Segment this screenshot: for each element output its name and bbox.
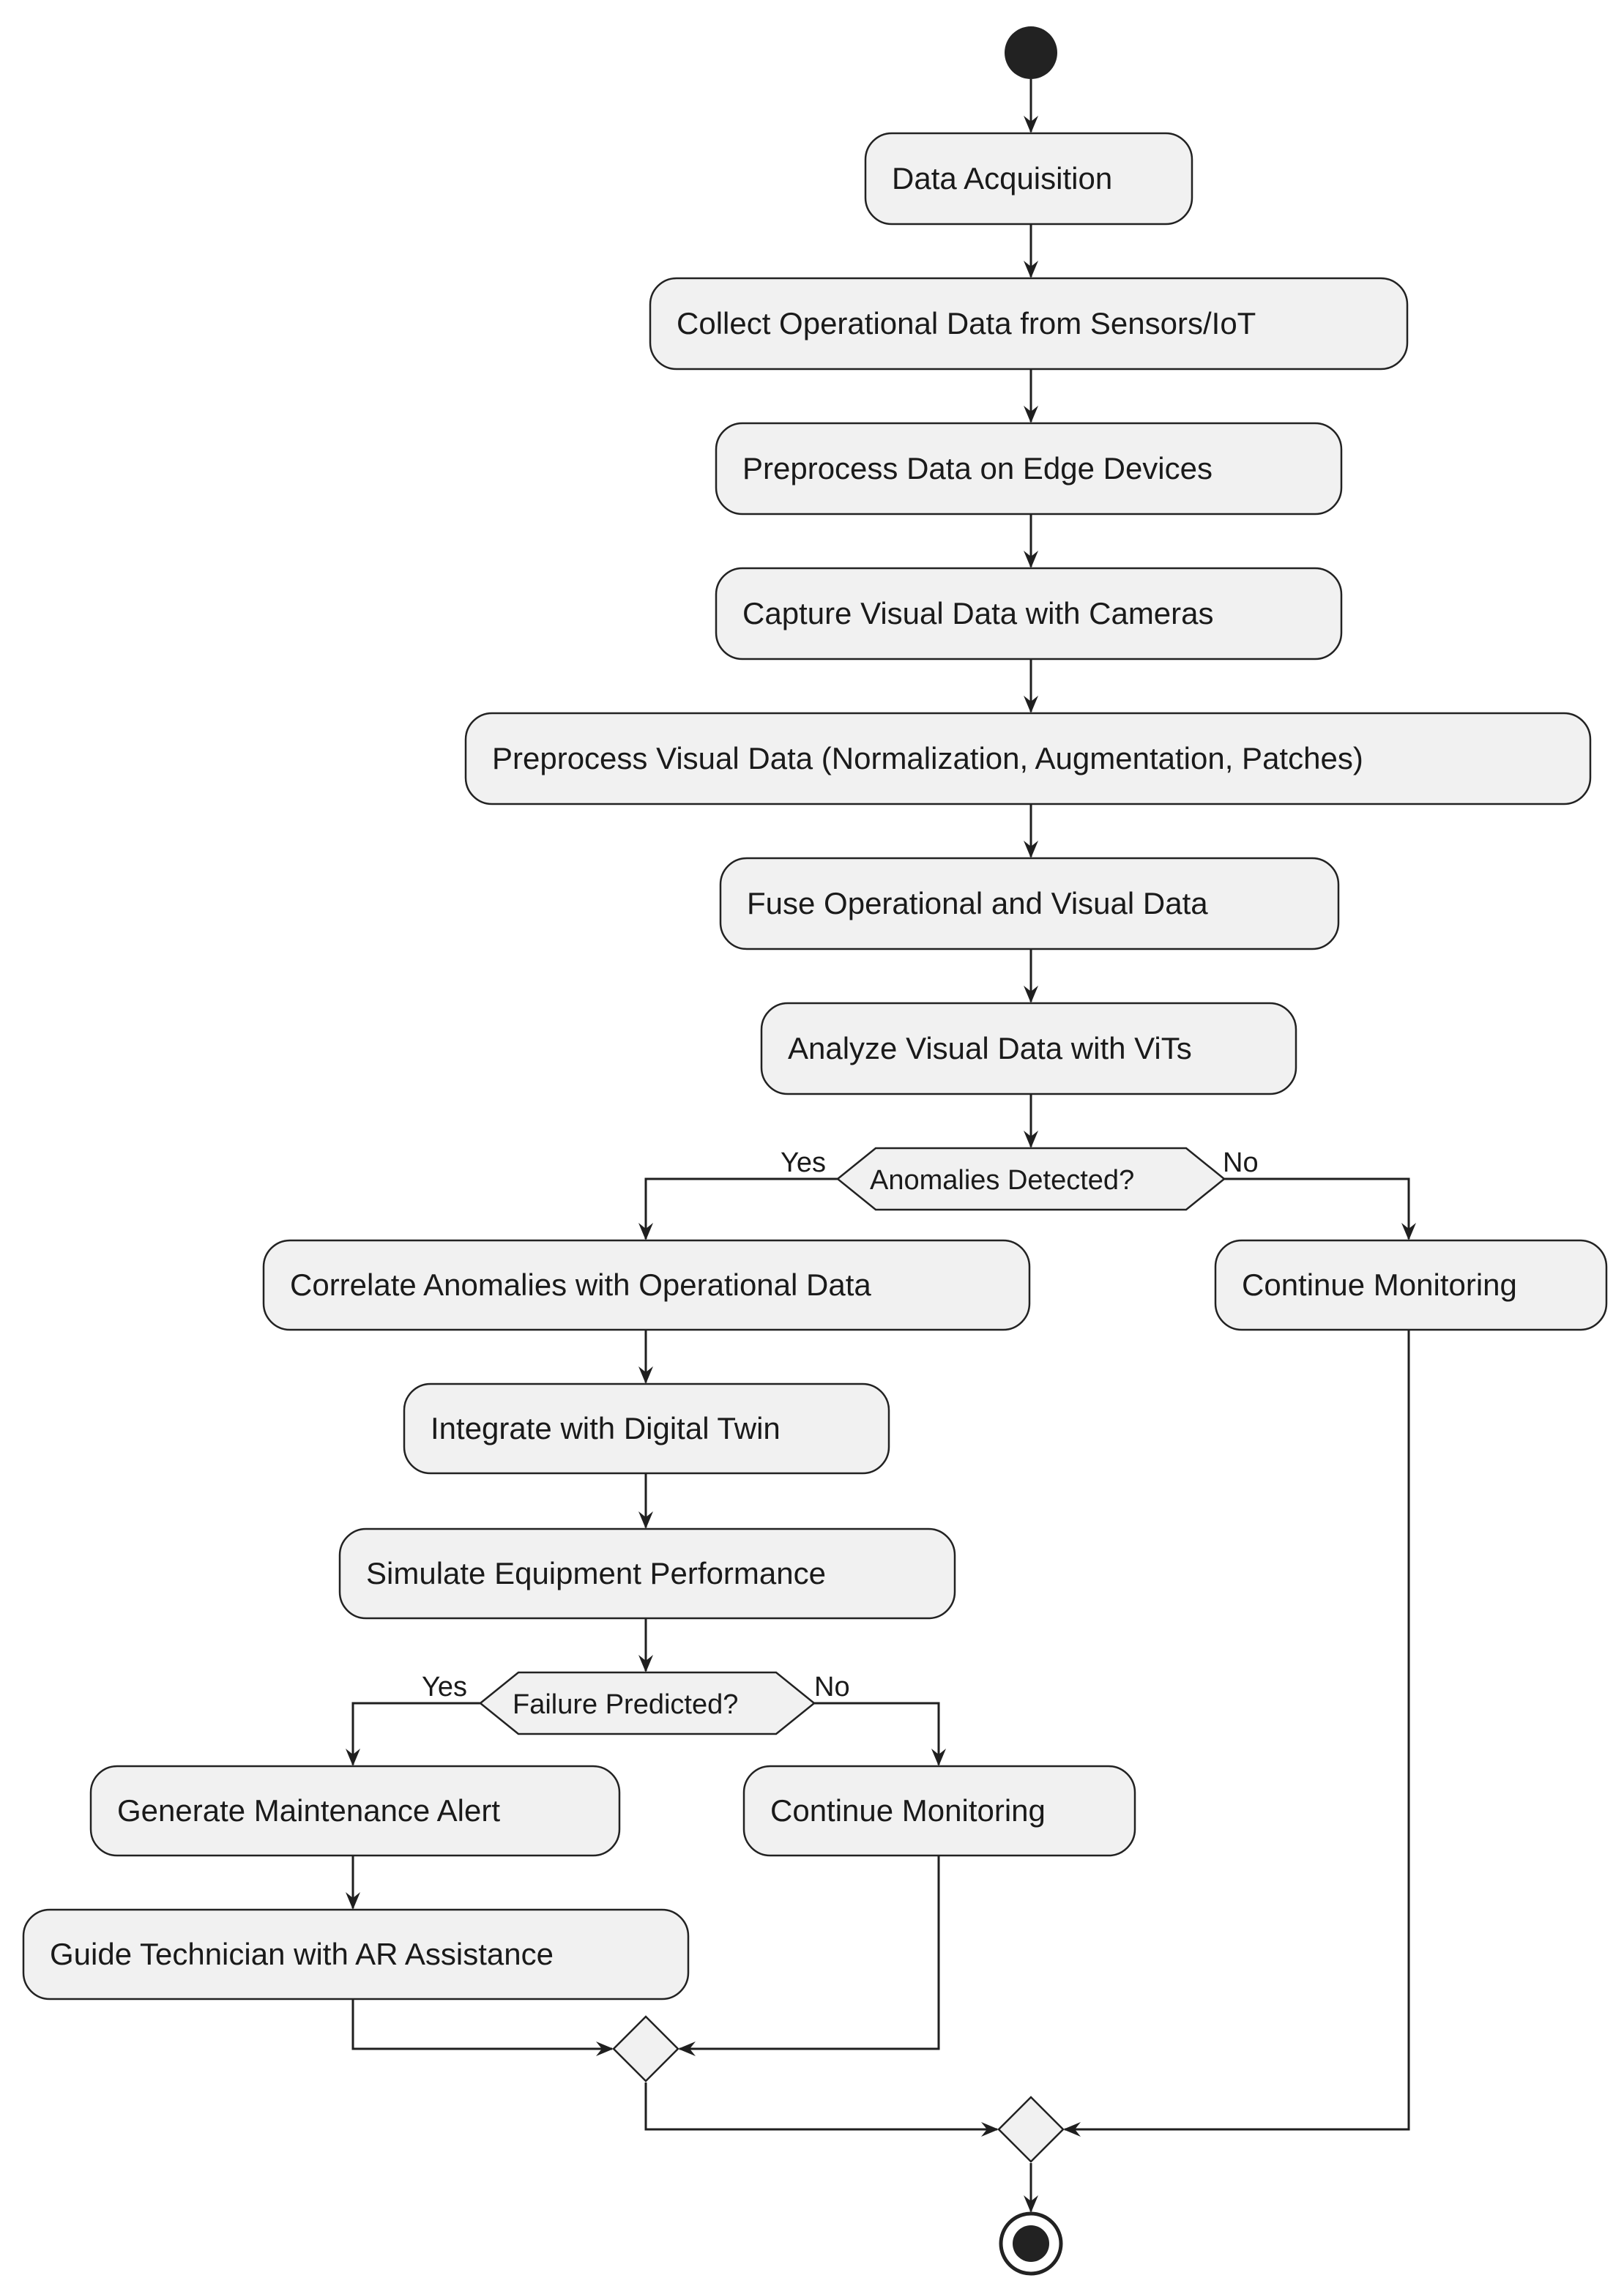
action-label: Continue Monitoring	[770, 1793, 1046, 1828]
action-label: Data Acquisition	[892, 161, 1112, 196]
action-label: Guide Technician with AR Assistance	[50, 1937, 554, 1971]
action-preprocess-visual-data: Preprocess Visual Data (Normalization, A…	[464, 712, 1592, 805]
action-label: Continue Monitoring	[1242, 1268, 1517, 1302]
failure-yes-label: Yes	[422, 1672, 467, 1702]
action-preprocess-edge-devices: Preprocess Data on Edge Devices	[715, 422, 1343, 516]
action-analyze-vits: Analyze Visual Data with ViTs	[760, 1002, 1297, 1095]
action-label: Analyze Visual Data with ViTs	[788, 1031, 1192, 1065]
action-label: Simulate Equipment Performance	[366, 1556, 826, 1590]
edge-monitoring2-to-merge	[678, 1856, 940, 2056]
start-node	[1005, 26, 1057, 79]
action-label: Preprocess Visual Data (Normalization, A…	[492, 741, 1363, 775]
edge-failure-yes	[346, 1702, 480, 1766]
action-label: Correlate Anomalies with Operational Dat…	[290, 1268, 871, 1302]
edge-guide-to-merge	[351, 1999, 614, 2056]
action-label: Integrate with Digital Twin	[431, 1411, 781, 1445]
decision-question: Failure Predicted?	[513, 1689, 738, 1720]
action-integrate-digital-twin: Integrate with Digital Twin	[403, 1382, 890, 1475]
decision-failure-predicted: Failure Predicted?	[479, 1671, 816, 1735]
action-label: Capture Visual Data with Cameras	[742, 596, 1214, 630]
action-label: Preprocess Data on Edge Devices	[742, 451, 1213, 485]
edges	[346, 79, 1416, 2213]
action-continue-monitoring-2: Continue Monitoring	[742, 1765, 1136, 1857]
decision-question: Anomalies Detected?	[870, 1165, 1134, 1196]
action-guide-technician: Guide Technician with AR Assistance	[22, 1908, 690, 2000]
action-continue-monitoring-1: Continue Monitoring	[1214, 1239, 1608, 1331]
action-collect-operational-data: Collect Operational Data from Sensors/Io…	[649, 277, 1409, 371]
edge-anomalies-no	[1218, 1177, 1416, 1240]
action-simulate-performance: Simulate Equipment Performance	[338, 1527, 956, 1620]
action-label: Collect Operational Data from Sensors/Io…	[677, 306, 1256, 340]
action-capture-visual-data: Capture Visual Data with Cameras	[715, 567, 1343, 660]
anomalies-yes-label: Yes	[781, 1147, 826, 1178]
merge-node-failure-branches	[612, 2015, 679, 2083]
action-generate-alert: Generate Maintenance Alert	[89, 1765, 621, 1857]
action-correlate-anomalies: Correlate Anomalies with Operational Dat…	[262, 1239, 1031, 1331]
anomalies-no-label: No	[1223, 1147, 1259, 1178]
decision-anomalies-detected: Anomalies Detected?	[836, 1147, 1226, 1211]
edge-monitoring1-to-final-merge	[1063, 1330, 1410, 2137]
edge-anomalies-yes	[638, 1177, 838, 1240]
action-label: Generate Maintenance Alert	[117, 1793, 500, 1828]
action-fuse-data: Fuse Operational and Visual Data	[719, 857, 1340, 950]
failure-no-label: No	[814, 1672, 850, 1702]
action-label: Fuse Operational and Visual Data	[747, 886, 1208, 920]
action-data-acquisition: Data Acquisition	[864, 132, 1193, 226]
edge-merge-to-final-merge	[644, 2083, 999, 2137]
edge-failure-no	[813, 1702, 946, 1766]
merge-node-final	[997, 2096, 1065, 2163]
end-node	[999, 2211, 1063, 2276]
